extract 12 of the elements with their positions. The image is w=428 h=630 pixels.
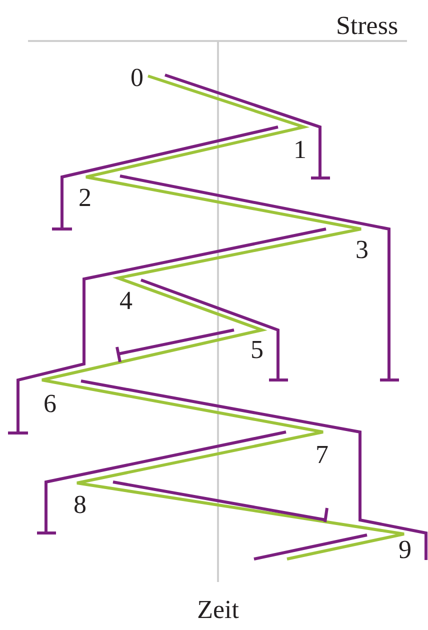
point-number: 0	[130, 65, 144, 91]
axis-label: Stress	[336, 13, 398, 39]
point-number: 9	[398, 537, 412, 563]
point-number: 1	[294, 137, 306, 163]
point-number: 5	[250, 337, 264, 363]
point-number: 4	[120, 288, 132, 314]
point-number: 7	[316, 442, 328, 468]
point-number: 3	[356, 237, 368, 263]
point-number: 6	[44, 391, 56, 417]
axis-label: Zeit	[197, 597, 239, 623]
point-number: 8	[74, 492, 86, 518]
point-number: 2	[78, 185, 92, 211]
